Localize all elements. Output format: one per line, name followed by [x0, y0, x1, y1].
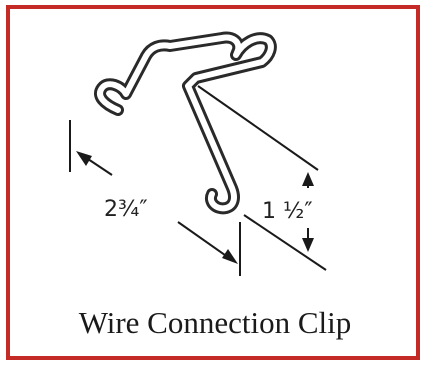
- height-extension-bottom: [243, 214, 327, 271]
- height-arrow-bottom: [302, 238, 314, 252]
- height-dimension-label: 1 ½″: [262, 199, 313, 224]
- length-dimension-label: 2¾″: [104, 197, 148, 222]
- diagram-frame: [6, 5, 420, 360]
- height-arrow-top: [302, 172, 314, 186]
- wire-clip: [94, 31, 277, 215]
- length-arrow-right: [222, 249, 238, 264]
- arrowheads: [76, 151, 314, 264]
- height-extension-top: [197, 85, 319, 171]
- diagram-caption: Wire Connection Clip: [78, 305, 352, 340]
- wire-clip-highlight: [97, 34, 274, 212]
- length-dimension-line-2: [177, 221, 233, 261]
- length-arrow-left: [76, 151, 92, 166]
